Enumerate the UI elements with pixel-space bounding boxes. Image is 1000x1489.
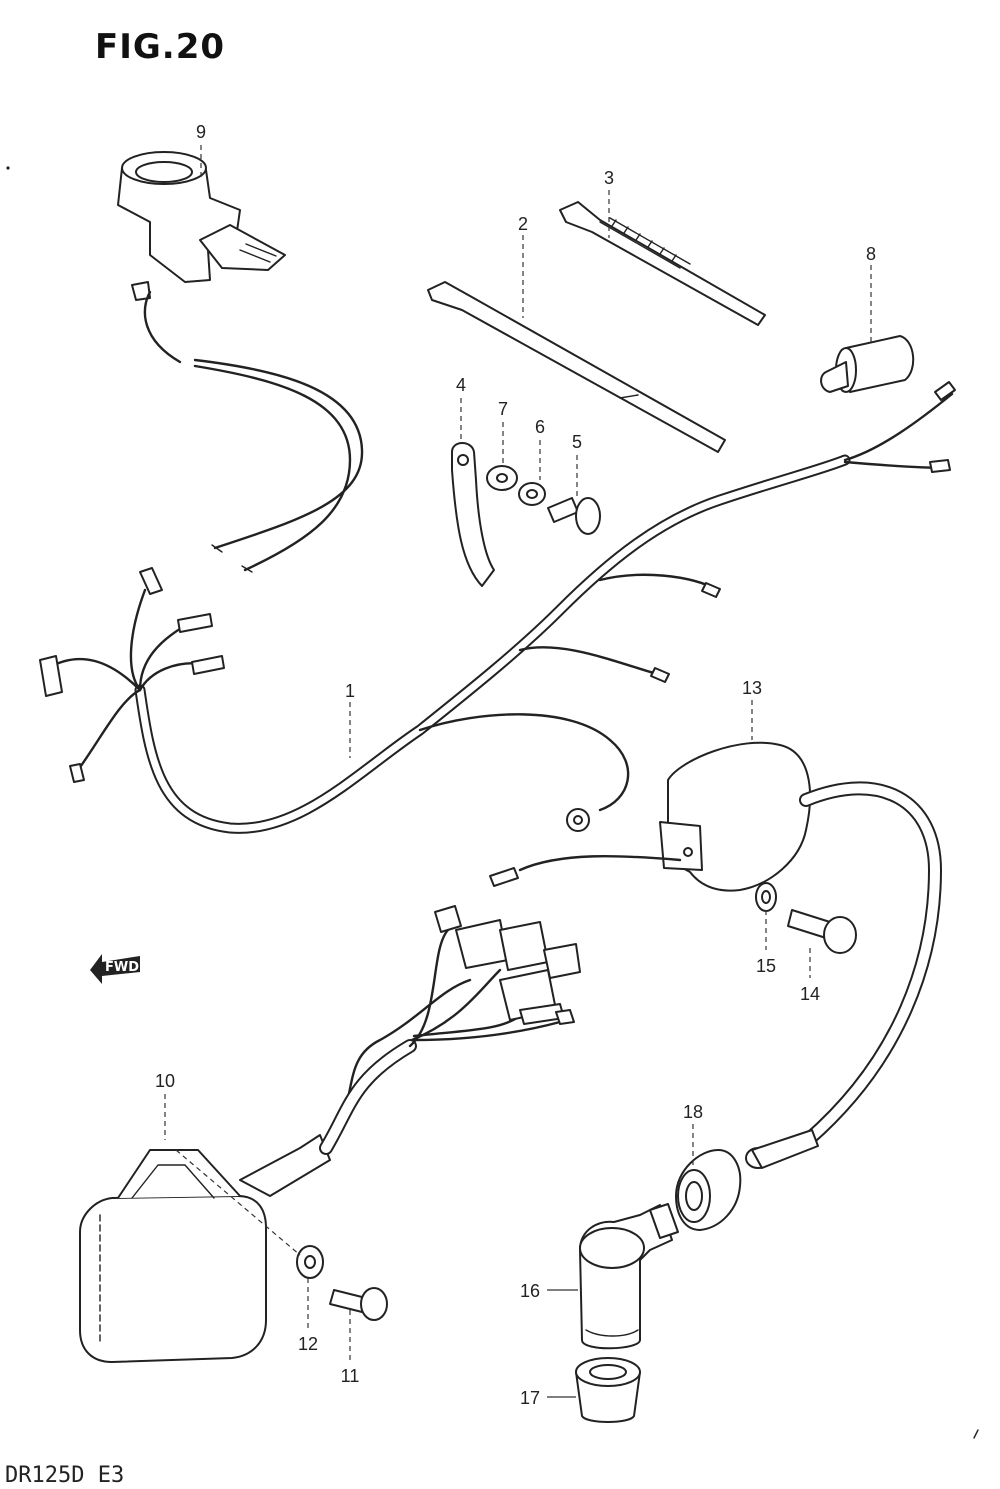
part-10-cdi-unit bbox=[79, 905, 581, 1363]
callout-12: 12 bbox=[298, 1334, 318, 1354]
callout-18: 18 bbox=[683, 1102, 703, 1122]
callout-14: 14 bbox=[800, 984, 820, 1004]
part-7-washer bbox=[486, 465, 518, 491]
callout-7: 7 bbox=[498, 399, 508, 419]
part-15-washer bbox=[755, 882, 777, 912]
part-8-cap bbox=[820, 335, 915, 393]
callout-17: 17 bbox=[520, 1388, 540, 1408]
callout-labels: 9 3 2 8 4 7 6 5 1 13 15 14 10 18 12 11 1… bbox=[155, 122, 876, 1408]
callout-16: 16 bbox=[520, 1281, 540, 1301]
part-14-bolt bbox=[787, 909, 857, 954]
callout-6: 6 bbox=[535, 417, 545, 437]
callout-9: 9 bbox=[196, 122, 206, 142]
callout-8: 8 bbox=[866, 244, 876, 264]
figure-title: FIG.20 bbox=[95, 27, 225, 67]
part-6-lock-washer bbox=[518, 482, 546, 506]
stray-mark bbox=[973, 1429, 979, 1439]
callout-4: 4 bbox=[456, 375, 466, 395]
part-13-ignition-coil bbox=[489, 741, 943, 1169]
callout-15: 15 bbox=[756, 956, 776, 976]
part-12-washer bbox=[296, 1245, 324, 1279]
stray-dot bbox=[6, 166, 10, 170]
callout-5: 5 bbox=[572, 432, 582, 452]
part-1-wiring-harness bbox=[39, 381, 956, 834]
model-code: DR125D E3 bbox=[5, 1463, 124, 1488]
part-11-screw bbox=[329, 1287, 388, 1321]
forward-direction-marker: FWD bbox=[90, 954, 140, 984]
callout-2: 2 bbox=[518, 214, 528, 234]
part-16-plug-cap bbox=[579, 1203, 679, 1350]
part-2-strap-band bbox=[427, 281, 726, 453]
part-18-grommet bbox=[675, 1149, 742, 1231]
callout-3: 3 bbox=[604, 168, 614, 188]
part-17-seal bbox=[575, 1357, 641, 1423]
callout-11: 11 bbox=[341, 1366, 360, 1386]
part-9-kill-switch bbox=[117, 151, 364, 573]
callout-10: 10 bbox=[155, 1071, 175, 1091]
fwd-label: FWD bbox=[105, 960, 139, 975]
callout-1: 1 bbox=[345, 681, 355, 701]
callout-13: 13 bbox=[742, 678, 762, 698]
part-5-screw bbox=[547, 497, 601, 535]
part-4-ground-lead bbox=[451, 442, 495, 587]
leader-lines bbox=[164, 145, 872, 1398]
part-3-cable-tie bbox=[559, 201, 766, 326]
